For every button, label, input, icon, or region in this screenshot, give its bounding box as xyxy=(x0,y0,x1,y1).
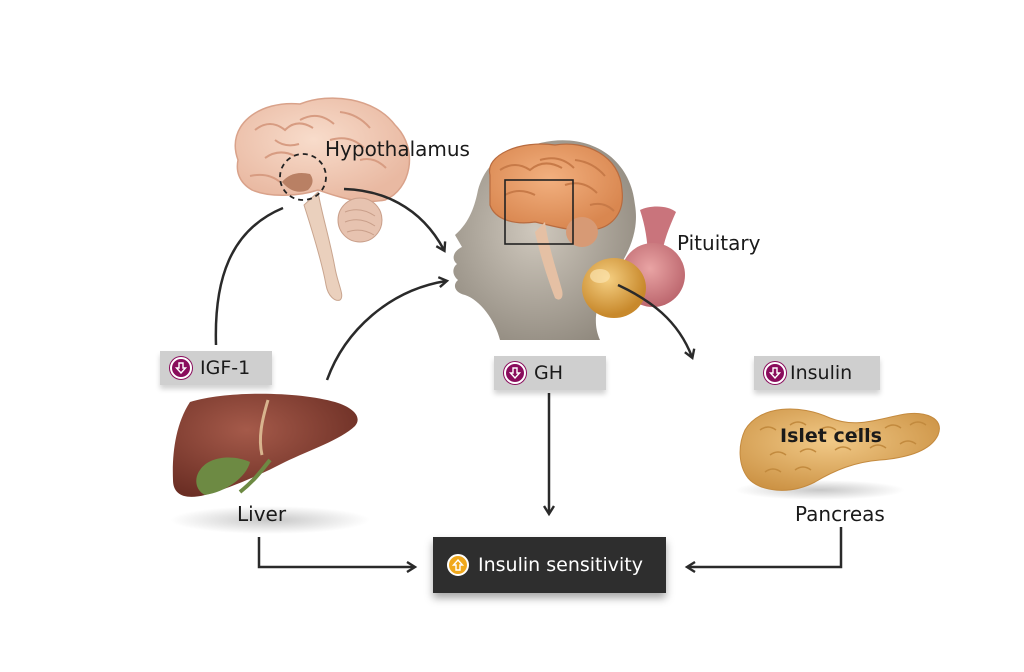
igf1-tag: IGF-1 xyxy=(160,351,272,385)
arrow-igf1-to-hypothalamus xyxy=(214,206,284,346)
arrow-pancreas-to-result xyxy=(688,527,843,567)
pituitary-illustration xyxy=(582,206,685,318)
liver-label: Liver xyxy=(237,502,287,526)
down-arrow-icon xyxy=(170,357,192,379)
islet-cells-label: Islet cells xyxy=(780,425,882,447)
arrow-liver-to-result xyxy=(257,537,414,567)
hypothalamus-brain-illustration xyxy=(234,97,411,301)
down-arrow-icon xyxy=(504,362,526,384)
arrow-pituitary-to-insulin xyxy=(617,283,692,357)
up-arrow-icon xyxy=(447,554,469,576)
hypothalamus-label: Hypothalamus xyxy=(325,137,470,161)
igf1-tag-label: IGF-1 xyxy=(200,357,251,379)
liver-illustration xyxy=(170,393,370,534)
down-arrow-icon xyxy=(764,362,786,384)
pituitary-label: Pituitary xyxy=(677,231,761,255)
insulin-sensitivity-box: Insulin sensitivity xyxy=(433,537,666,593)
arrow-hypothalamus-to-head xyxy=(343,187,444,250)
pancreas-illustration xyxy=(735,408,940,500)
arrow-liver-to-head xyxy=(325,281,446,381)
gh-tag: GH xyxy=(494,356,606,390)
pancreas-label: Pancreas xyxy=(795,502,885,526)
gh-tag-label: GH xyxy=(534,362,564,384)
insulin-sensitivity-label: Insulin sensitivity xyxy=(478,554,643,576)
insulin-tag: Insulin xyxy=(754,356,880,390)
insulin-tag-label: Insulin xyxy=(790,362,853,384)
